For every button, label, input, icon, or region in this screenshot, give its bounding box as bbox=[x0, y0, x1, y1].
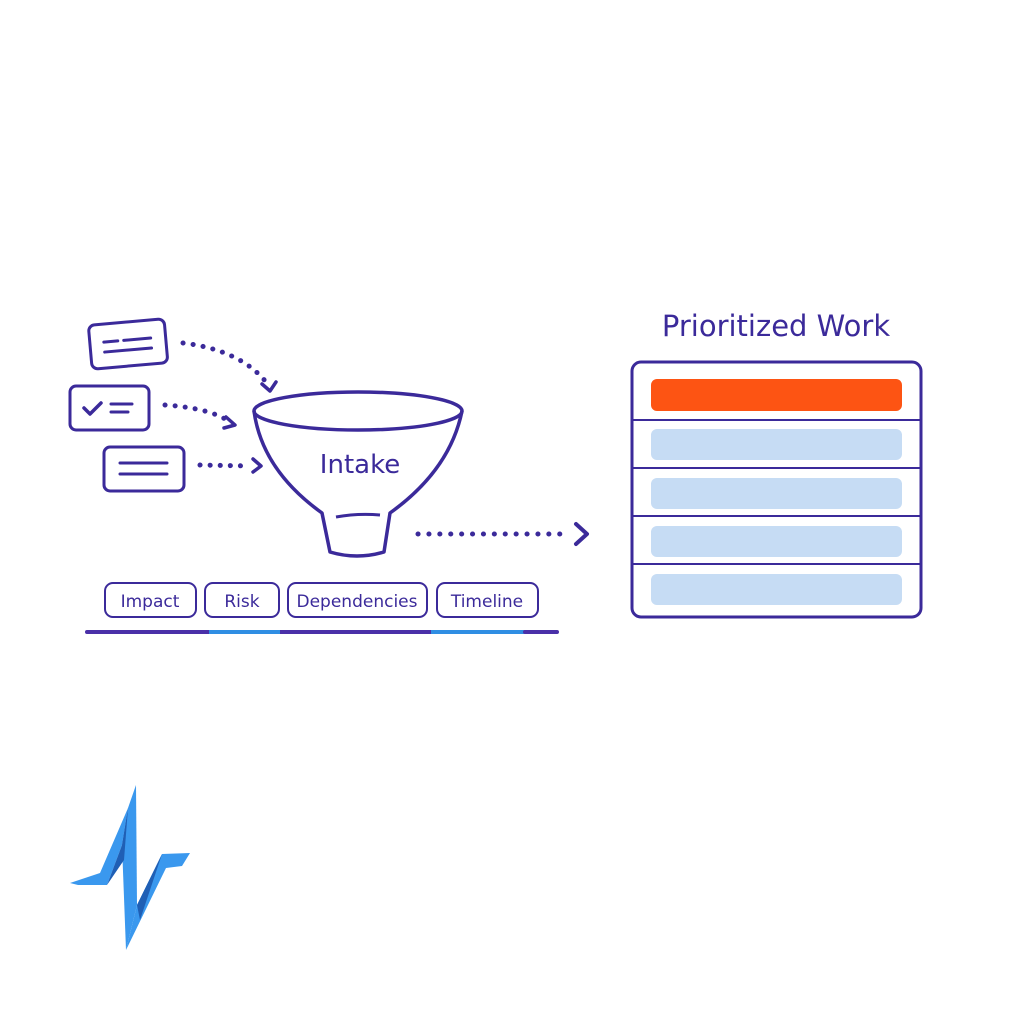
pulse-logo-icon bbox=[70, 785, 190, 950]
chip-timeline[interactable]: Timeline bbox=[436, 582, 539, 618]
list-item-top-priority[interactable] bbox=[651, 379, 902, 411]
chip-label: Dependencies bbox=[297, 592, 418, 612]
checkmark-icon bbox=[82, 401, 103, 416]
output-title: Prioritized Work bbox=[662, 309, 890, 343]
chip-risk[interactable]: Risk bbox=[204, 582, 280, 618]
arrow-funnel-to-output bbox=[415, 522, 589, 546]
chip-dependencies[interactable]: Dependencies bbox=[287, 582, 428, 618]
list-item[interactable] bbox=[651, 574, 902, 605]
input-card-1 bbox=[87, 317, 169, 371]
chip-label: Risk bbox=[224, 592, 259, 612]
list-item[interactable] bbox=[651, 526, 902, 557]
criteria-chips: Impact Risk Dependencies Timeline bbox=[104, 582, 539, 618]
arrow-card3-to-funnel bbox=[197, 457, 263, 474]
input-card-3 bbox=[102, 445, 186, 493]
list-item[interactable] bbox=[651, 478, 902, 509]
chip-impact[interactable]: Impact bbox=[104, 582, 197, 618]
arrow-card2-to-funnel bbox=[162, 402, 237, 430]
chip-label: Impact bbox=[121, 592, 180, 612]
funnel-icon: Intake bbox=[252, 390, 464, 558]
arrow-card1-to-funnel bbox=[180, 340, 278, 393]
prioritized-list bbox=[630, 360, 923, 619]
chip-label: Timeline bbox=[450, 592, 523, 612]
funnel-label: Intake bbox=[320, 450, 400, 480]
input-card-2 bbox=[68, 384, 151, 432]
list-item[interactable] bbox=[651, 429, 902, 460]
